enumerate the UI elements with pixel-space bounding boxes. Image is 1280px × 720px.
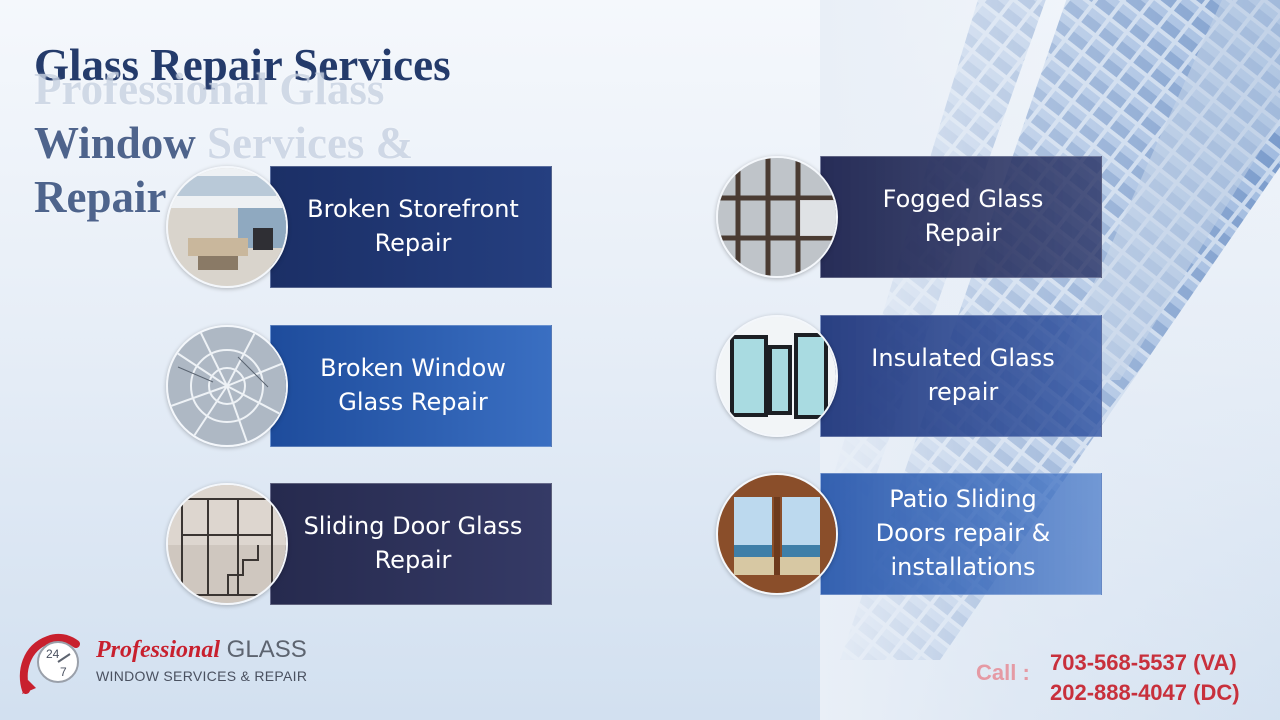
service-card-patio-doors[interactable]: Patio Sliding Doors repair & installatio… (716, 473, 1102, 595)
service-card-storefront[interactable]: Broken Storefront Repair (166, 166, 552, 288)
title-line-3: Repair (34, 172, 167, 222)
page-title-behind: Glass Repair Services (34, 40, 451, 90)
fogged-window-photo (716, 156, 838, 278)
service-card-background (820, 315, 1102, 437)
phone-va-link[interactable]: 703-568-5537 (VA) (1050, 650, 1237, 675)
call-label: Call : (976, 660, 1030, 685)
shattered-glass-photo (166, 325, 288, 447)
service-card-broken-window[interactable]: Broken Window Glass Repair (166, 325, 552, 447)
insulated-glass-units-photo (716, 315, 838, 437)
title-line-2: Window Services & (34, 116, 413, 170)
service-card-background (270, 325, 552, 447)
patio-door-photo (716, 473, 838, 595)
page-title-overlay: Professional Glass Window Services & Rep… (34, 62, 413, 224)
service-card-background (270, 166, 552, 288)
logo-brand-glass: GLASS (220, 636, 307, 663)
storefront-interior-photo (166, 166, 288, 288)
service-card-background (270, 483, 552, 605)
service-label: Patio Sliding Doors repair & installatio… (875, 485, 1051, 581)
service-card-background (820, 473, 1102, 595)
service-label: Broken Storefront Repair (307, 195, 519, 257)
logo-brand-professional: Professional (96, 637, 221, 663)
title-words-services: Services & (207, 118, 414, 168)
logo-badge-24: 24 (46, 647, 60, 661)
service-card-sliding-door[interactable]: Sliding Door Glass Repair (166, 483, 552, 605)
clock-24-7-icon: 24 7 (19, 633, 80, 694)
glass-stair-door-photo (166, 483, 288, 605)
service-card-background (820, 156, 1102, 278)
company-logo[interactable]: 24 7 Professional GLASS WINDOW SERVICES … (18, 628, 318, 700)
service-label: Broken Window Glass Repair (320, 354, 506, 416)
logo-brand-name: Professional GLASS (96, 636, 307, 664)
title-word-window: Window (34, 118, 196, 168)
service-label: Insulated Glass repair (871, 344, 1055, 406)
title-line-1: Professional Glass (34, 64, 385, 114)
service-card-insulated-glass[interactable]: Insulated Glass repair (716, 315, 1102, 437)
logo-badge-7: 7 (60, 665, 67, 679)
service-label: Fogged Glass Repair (882, 185, 1044, 247)
phone-dc-link[interactable]: 202-888-4047 (DC) (1050, 680, 1240, 705)
service-label: Sliding Door Glass Repair (303, 512, 523, 574)
logo-tagline: WINDOW SERVICES & REPAIR (96, 668, 308, 684)
service-card-fogged-glass[interactable]: Fogged Glass Repair (716, 156, 1102, 278)
